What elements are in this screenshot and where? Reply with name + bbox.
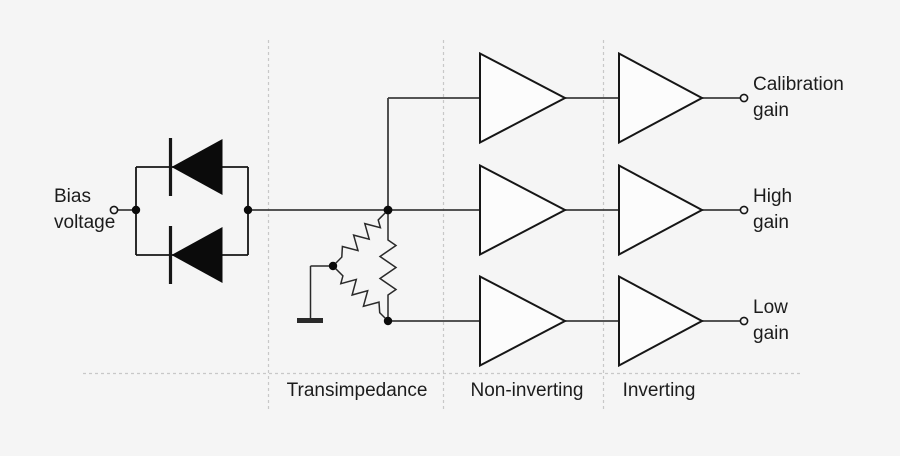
- noninverting-amplifiers: [479, 51, 568, 368]
- transimpedance-network: [297, 209, 398, 323]
- output-terminal-calibration: [739, 93, 749, 103]
- output-label-line2: gain: [753, 323, 789, 344]
- junction-dots: [131, 205, 393, 326]
- section-label-non-inverting: Non-inverting: [470, 380, 584, 401]
- wires: [117, 97, 741, 322]
- amplifier-icon-noninverting-high: [479, 163, 568, 257]
- output-label-line2: gain: [753, 212, 789, 233]
- output-terminal-high: [739, 205, 749, 215]
- junction-dot: [383, 316, 393, 326]
- bias-label-line2: voltage: [54, 212, 116, 233]
- output-label-high: High gain: [753, 184, 792, 236]
- terminals: [109, 93, 749, 326]
- junction-dot: [383, 205, 393, 215]
- diode-icon-top: [168, 138, 223, 196]
- inverting-amplifiers: [618, 51, 705, 368]
- output-label-line1: Calibration: [753, 74, 844, 95]
- junction-dot: [131, 205, 141, 215]
- amplifier-icon-inverting-low: [618, 274, 705, 368]
- resistor-vertical: [378, 210, 398, 321]
- input-terminal-bias: [109, 205, 119, 215]
- bias-voltage-label: Bias voltage: [54, 184, 115, 236]
- junction-dot: [243, 205, 253, 215]
- section-label-transimpedance: Transimpedance: [286, 380, 428, 401]
- output-label-line2: gain: [753, 100, 789, 121]
- amplifier-icon-noninverting-calibration: [479, 51, 568, 145]
- junction-dot: [328, 261, 338, 271]
- photodiode-pair: [135, 138, 249, 284]
- amplifier-icon-inverting-calibration: [618, 51, 705, 145]
- ground-icon: [297, 265, 333, 323]
- output-label-line1: High: [753, 186, 793, 207]
- amplifier-icon-noninverting-low: [479, 274, 568, 368]
- diode-triangle: [171, 227, 223, 283]
- output-terminal-low: [739, 316, 749, 326]
- bias-label-line1: Bias: [54, 186, 91, 207]
- section-label-inverting: Inverting: [622, 380, 696, 401]
- output-label-low: Low gain: [753, 295, 789, 347]
- section-dividers: [83, 40, 803, 409]
- resistor-diagonal-lower: [332, 265, 389, 322]
- diode-triangle: [171, 139, 223, 195]
- output-label-line1: Low: [753, 297, 788, 318]
- output-label-calibration: Calibration gain: [753, 72, 844, 124]
- diode-icon-bottom: [168, 226, 223, 284]
- amplifier-icon-inverting-high: [618, 163, 705, 257]
- resistor-diagonal-upper: [332, 209, 389, 267]
